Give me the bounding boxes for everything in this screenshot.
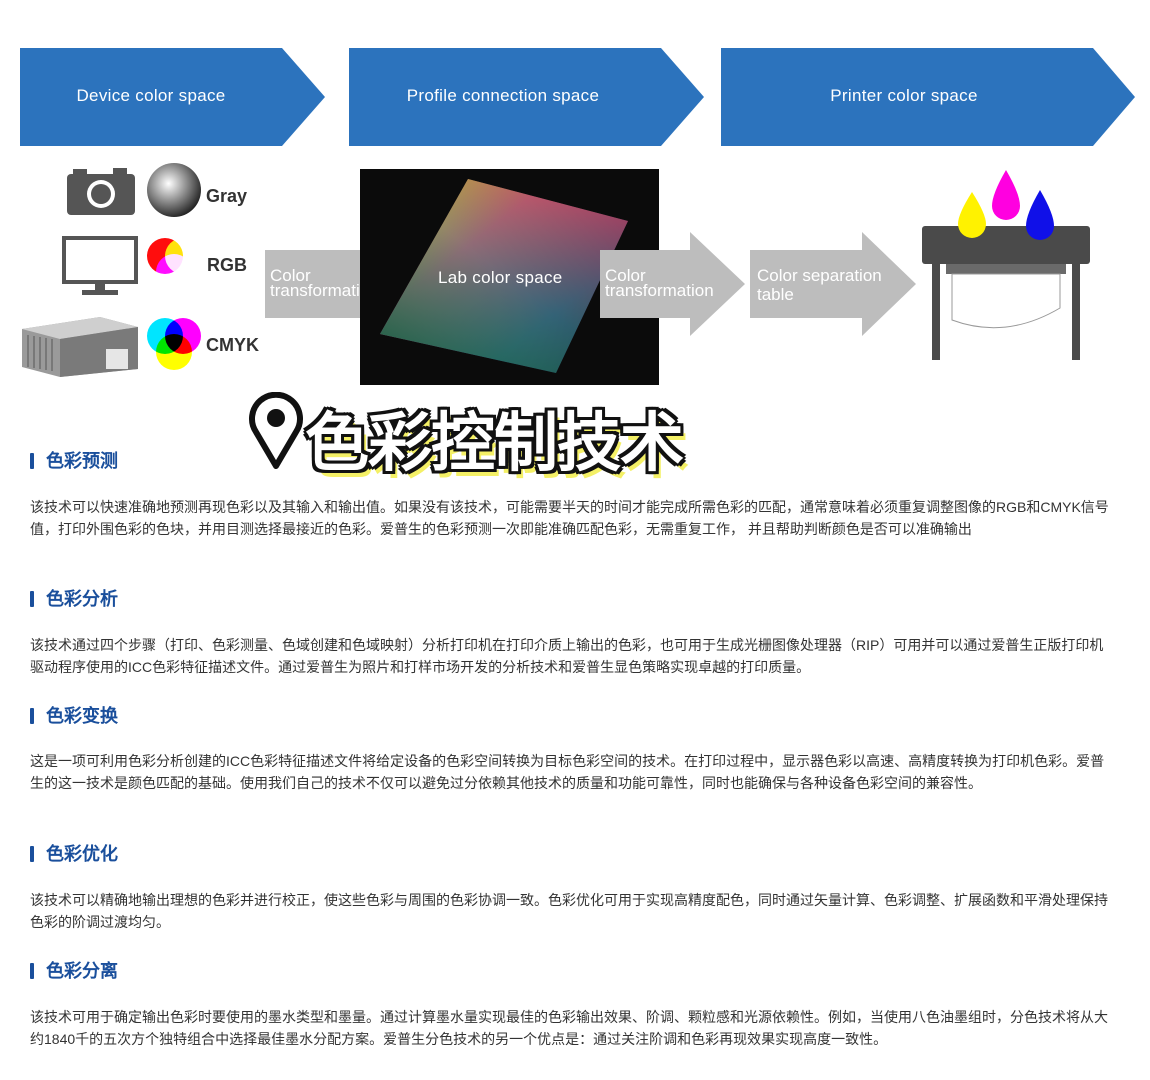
arrow-label-line: transformation xyxy=(270,281,379,300)
heading-text: 色彩优化 xyxy=(46,844,118,864)
gray-gradient-icon xyxy=(147,163,201,217)
heading-text: 色彩分析 xyxy=(46,589,118,609)
section-heading-color-prediction: 色彩预测 xyxy=(30,450,118,472)
lab-color-space-image xyxy=(360,169,659,385)
section-heading-color-optimization: 色彩优化 xyxy=(30,843,118,865)
section-heading-color-transformation: 色彩变换 xyxy=(30,705,118,727)
cmyk-label: CMYK xyxy=(206,335,259,355)
section-heading-color-separation: 色彩分离 xyxy=(30,960,118,982)
banner-label: Device color space xyxy=(76,86,226,105)
color-transformation-arrow-2 xyxy=(600,232,745,336)
cmyk-circles-icon xyxy=(147,318,201,370)
heading-text: 色彩变换 xyxy=(46,706,118,726)
section-body: 这是一项可利用色彩分析创建的ICC色彩特征描述文件将给定设备的色彩空间转换为目标… xyxy=(30,753,1105,791)
monitor-icon xyxy=(62,236,138,295)
gray-label: Gray xyxy=(206,186,248,206)
section-body: 该技术可以精确地输出理想的色彩并进行校正，使这些色彩与周围的色彩协调一致。色彩优… xyxy=(30,892,1108,930)
heading-bar xyxy=(30,846,34,862)
banner-profile-connection-space: Profile connection space xyxy=(349,48,704,146)
rgb-circles-icon xyxy=(147,238,201,290)
banner-arrow-shape xyxy=(349,48,704,146)
arrow-label-line: Color separation xyxy=(757,266,882,285)
arrow-label: Color transformation xyxy=(605,266,714,300)
section-body: 该技术可用于确定输出色彩时要使用的墨水类型和墨量。通过计算墨水量实现最佳的色彩输… xyxy=(30,1009,1108,1047)
arrow-label: Color separation table xyxy=(757,266,882,304)
arrow-label-line: Color xyxy=(605,266,646,285)
arrow-label-line: transformation xyxy=(605,281,714,300)
banner-arrow-shape xyxy=(721,48,1135,146)
color-separation-table-arrow xyxy=(750,232,916,336)
rgb-label: RGB xyxy=(207,255,247,275)
banner-device-color-space: Device color space xyxy=(20,48,325,146)
heading-bar xyxy=(30,453,34,469)
banner-printer-color-space: Printer color space xyxy=(721,48,1135,146)
section-body: 该技术通过四个步骤（打印、色彩测量、色域创建和色域映射）分析打印机在打印介质上输… xyxy=(30,637,1104,675)
press-machine-icon xyxy=(22,317,138,377)
lab-color-space-label: Lab color space xyxy=(438,268,563,287)
heading-text: 色彩预测 xyxy=(46,451,118,471)
arrow-label-line: table xyxy=(757,285,794,304)
section-heading-color-analysis: 色彩分析 xyxy=(30,588,118,610)
heading-bar xyxy=(30,963,34,979)
banner-label: Printer color space xyxy=(830,86,978,105)
heading-bar xyxy=(30,591,34,607)
location-pin-icon xyxy=(249,392,303,469)
heading-bar xyxy=(30,708,34,724)
printer-icon xyxy=(922,170,1090,360)
heading-text: 色彩分离 xyxy=(46,961,118,981)
banner-label: Profile connection space xyxy=(406,86,600,105)
section-body: 该技术可以快速准确地预测再现色彩以及其输入和输出值。如果没有该技术，可能需要半天… xyxy=(30,499,1109,537)
arrow-label: Color transformation xyxy=(270,266,379,300)
camera-icon xyxy=(67,168,135,215)
banner-arrow-shape xyxy=(20,48,325,146)
arrow-label-line: Color xyxy=(270,266,311,285)
overlay-title: 色彩控制技术 xyxy=(305,407,684,479)
